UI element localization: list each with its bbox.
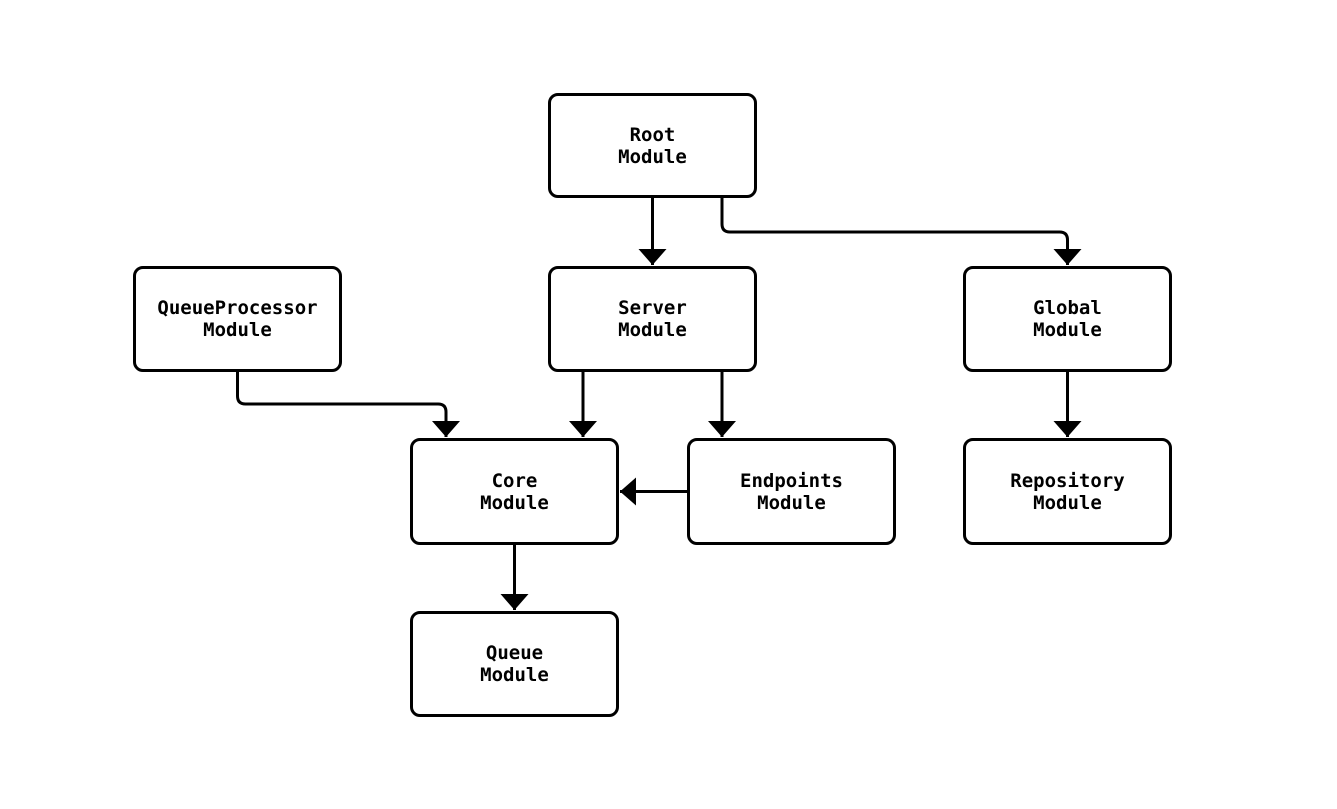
edge-root-to-global	[720, 198, 1082, 265]
node-label-line2: Module	[618, 145, 687, 168]
node-label-line1: Server	[618, 297, 687, 319]
node-endpoints-module: Endpoints Module	[687, 438, 896, 545]
node-label-line1: Global	[1033, 297, 1102, 319]
node-label-line1: Core	[491, 469, 538, 492]
node-label-line2: Module	[757, 491, 826, 514]
node-root-module: Root Module	[548, 93, 757, 198]
node-label-line1: QueueProcessor	[157, 297, 318, 319]
node-server-module: Server Module	[548, 266, 757, 372]
node-queueprocessor-module: QueueProcessor Module	[133, 266, 342, 372]
node-label-line1: Endpoints	[740, 469, 843, 492]
node-label-line2: Module	[480, 491, 549, 514]
node-label-line2: Module	[203, 319, 272, 341]
node-label-line2: Module	[618, 319, 687, 341]
node-repository-module: Repository Module	[963, 438, 1172, 545]
node-label-line1: Queue	[485, 642, 544, 664]
edge-queueprocessor-to-core	[236, 372, 460, 437]
node-label-line2: Module	[1033, 319, 1102, 341]
node-core-module: Core Module	[410, 438, 619, 545]
node-label-line2: Module	[1033, 491, 1102, 514]
node-label-line1: Repository	[1010, 469, 1125, 492]
node-queue-module: Queue Module	[410, 611, 619, 717]
node-label-line2: Module	[480, 664, 549, 686]
node-label-line1: Root	[629, 123, 676, 146]
node-global-module: Global Module	[963, 266, 1172, 372]
